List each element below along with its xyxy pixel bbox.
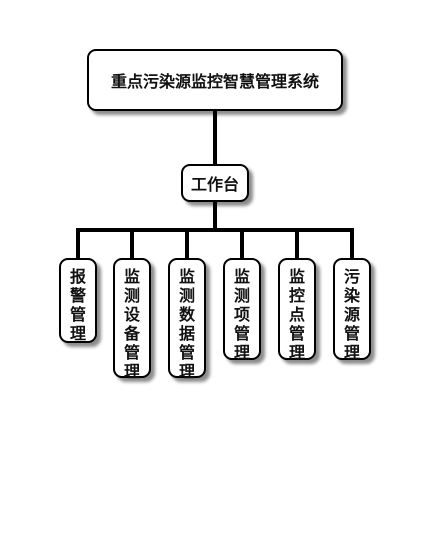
hub-node-label: 工作台 <box>190 175 239 194</box>
connector-drop-data <box>185 228 189 260</box>
module-label-char: 管 <box>343 324 360 343</box>
module-label-char: 测 <box>233 286 250 305</box>
module-node-item: 监测项管理 <box>223 258 261 362</box>
connector-drop-source <box>350 228 354 260</box>
module-label-char: 管 <box>233 324 250 343</box>
module-node-device: 监测设备管理 <box>113 258 151 381</box>
module-label-char: 染 <box>343 286 360 305</box>
module-label-char: 监 <box>123 267 140 286</box>
module-label-char: 项 <box>233 305 250 324</box>
module-label-char: 理 <box>288 343 305 362</box>
module-label-char: 报 <box>69 267 86 286</box>
module-label-char: 监 <box>178 267 195 286</box>
module-node-data: 监测数据管理 <box>168 258 206 381</box>
root-node-label: 重点污染源监控智慧管理系统 <box>110 72 319 91</box>
module-label-char: 管 <box>288 324 305 343</box>
connector-drop-alarm <box>76 228 80 260</box>
module-label-char: 点 <box>288 305 305 324</box>
module-node-point: 监控点管理 <box>278 258 316 362</box>
root-node: 重点污染源监控智慧管理系统 <box>87 49 343 111</box>
module-label-char: 管 <box>178 343 195 362</box>
module-label-char: 备 <box>123 324 140 343</box>
module-label-char: 数 <box>178 305 195 324</box>
module-label-char: 据 <box>178 324 195 343</box>
module-label-char: 监 <box>233 267 250 286</box>
module-label-char: 理 <box>123 362 140 381</box>
module-label-char: 设 <box>123 305 140 324</box>
module-label-char: 理 <box>178 362 195 381</box>
module-label-char: 警 <box>69 286 86 305</box>
module-label-char: 理 <box>233 343 250 362</box>
connector-drop-item <box>240 228 244 260</box>
module-label-char: 管 <box>69 305 86 324</box>
module-label-char: 源 <box>343 305 360 324</box>
hub-node: 工作台 <box>181 164 249 202</box>
module-label-char: 测 <box>178 286 195 305</box>
module-label-char: 理 <box>69 324 86 343</box>
connector-root-to-hub <box>213 111 217 165</box>
module-label-char: 管 <box>123 343 140 362</box>
connector-drop-device <box>130 228 134 260</box>
module-node-alarm: 报警管理 <box>59 258 97 343</box>
module-node-source: 污染源管理 <box>333 258 371 362</box>
module-label-char: 监 <box>288 267 305 286</box>
connector-hub-to-bus <box>213 202 217 230</box>
module-label-char: 控 <box>288 286 305 305</box>
connector-drop-point <box>295 228 299 260</box>
module-label-char: 理 <box>343 343 360 362</box>
module-label-char: 测 <box>123 286 140 305</box>
connector-horizontal-bus <box>76 228 354 232</box>
module-label-char: 污 <box>343 267 360 286</box>
